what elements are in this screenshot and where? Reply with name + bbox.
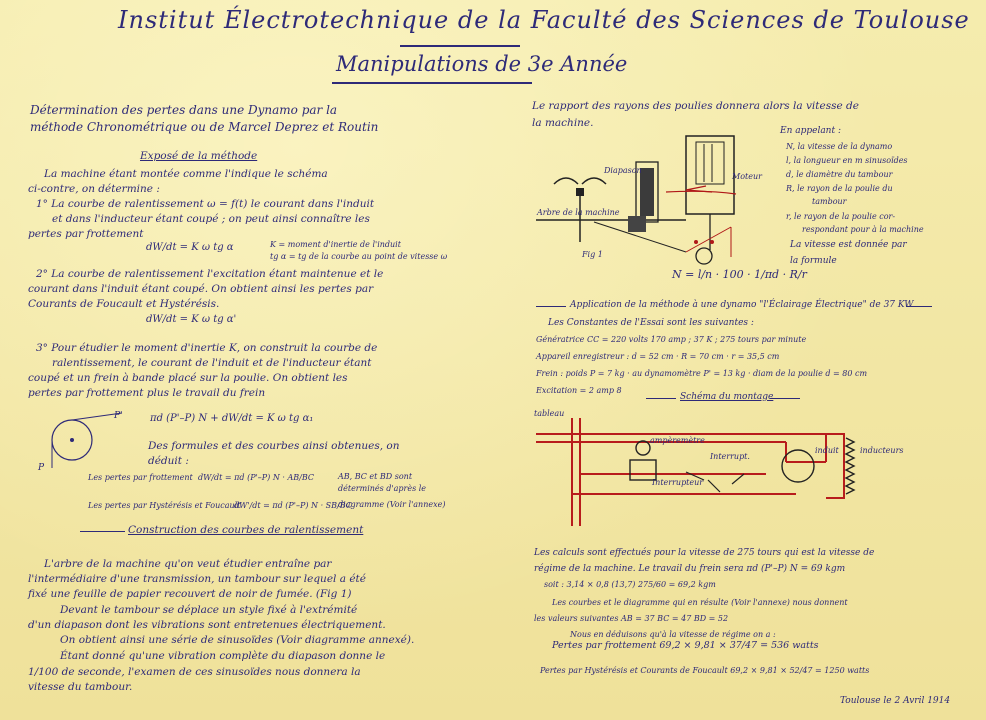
loss-hysteresis-formula: dW'/dt = πd (P'–P) N · SB/BC — [234, 501, 352, 510]
section-expose: Exposé de la méthode — [140, 150, 258, 162]
label-interrupteur: Interrupteur — [652, 478, 704, 487]
divider — [80, 531, 125, 532]
label-ampere: ampèremètre — [650, 436, 705, 445]
text-line: et dans l'inducteur étant coupé ; on peu… — [52, 213, 370, 225]
loss-friction-formula: dW/dt = πd (P'–P) N · AB/BC — [198, 473, 314, 482]
results-intro: déduit : — [148, 455, 189, 467]
text-line: Étant donné qu'une vibration complète du… — [60, 650, 386, 662]
constant-line: Frein : poids P = 7 kg · au dynamomètre … — [536, 369, 868, 378]
legend-line: d, le diamètre du tambour — [786, 170, 893, 179]
text-line: ci-contre, on détermine : — [28, 183, 160, 195]
legend-line: R, le rayon de la poulie du — [786, 184, 893, 193]
right-intro: Le rapport des rayons des poulies donner… — [532, 100, 859, 112]
schema-title: Schéma du montage — [680, 392, 774, 402]
title-underline — [400, 45, 520, 47]
left-heading-line2: méthode Chronométrique ou de Marcel Depr… — [30, 120, 379, 134]
legend-line: N, la vitesse de la dynamo — [786, 142, 893, 151]
document-title: Institut Électrotechnique de la Faculté … — [118, 6, 970, 34]
constant-line: Appareil enregistreur : d = 52 cm · R = … — [536, 352, 780, 361]
text-line: 3° Pour étudier le moment d'inertie K, o… — [36, 342, 378, 354]
constant-line: Génératrice CC = 220 volts 170 amp ; 37 … — [536, 335, 807, 344]
pulley-sketch: P' P — [37, 411, 123, 473]
figure-1-apparatus — [536, 135, 737, 265]
formula-n: N = l/n · 100 · 1/πd · R/r — [672, 268, 807, 281]
section-construction: Construction des courbes de ralentisseme… — [128, 524, 364, 536]
legend-line: La vitesse est donnée par — [790, 240, 907, 250]
results-intro: Des formules et des courbes ainsi obtenu… — [148, 440, 400, 452]
text-line: Courants de Foucault et Hystérésis. — [28, 298, 220, 310]
subtitle-underline — [332, 82, 532, 84]
text-line: 1° La courbe de ralentissement ω = f(t) … — [36, 198, 375, 210]
calc-result-hysteresis: Pertes par Hystérésis et Courants de Fou… — [540, 666, 870, 675]
legend-line: En appelant : — [780, 126, 841, 136]
calc-line: Les courbes et le diagramme qui en résul… — [552, 598, 848, 607]
text-line: 2° La courbe de ralentissement l'excitat… — [36, 268, 384, 280]
right-intro: la machine. — [532, 117, 594, 129]
calc-line: soit : 3,14 × 0,8 (13,7) 275/60 = 69,2 k… — [544, 580, 716, 589]
formula-1-note: K = moment d'inertie de l'induit — [270, 240, 401, 249]
legend-line: l, la longueur en m sinusoïdes — [786, 156, 908, 165]
formula-1: dW/dt = K ω tg α — [146, 242, 234, 253]
text-line: pertes par frottement — [28, 228, 144, 240]
label-induit: induit — [815, 446, 839, 455]
legend-line: r, le rayon de la poulie cor- — [786, 212, 896, 221]
text-line: coupé et un frein à bande placé sur la p… — [28, 372, 348, 384]
loss-friction-label: Les pertes par frottement — [88, 473, 193, 482]
figure-caption: Fig 1 — [582, 250, 603, 259]
calc-line: régime de la machine. Le travail du frei… — [534, 564, 846, 574]
application-heading: Application de la méthode à une dynamo "… — [570, 300, 914, 310]
constants-heading: Les Constantes de l'Essai sont les suiva… — [548, 318, 754, 328]
label-inducteurs: inducteurs — [860, 446, 904, 455]
text-line: pertes par frottement plus le travail du… — [28, 387, 266, 399]
svg-text:P: P — [37, 463, 45, 473]
calc-line: Les calculs sont effectués pour la vites… — [534, 548, 875, 558]
legend-line: tambour — [812, 197, 847, 206]
text-line: courant dans l'induit étant coupé. On ob… — [28, 283, 374, 295]
text-line: On obtient ainsi une série de sinusoïdes… — [60, 634, 415, 646]
calc-result-friction: Pertes par frottement 69,2 × 9,81 × 37/4… — [552, 640, 819, 651]
constant-line: Excitation = 2 amp 8 — [536, 386, 622, 395]
signature-date: Toulouse le 2 Avril 1914 — [840, 696, 951, 706]
text-line: d'un diapason dont les vibrations sont e… — [28, 619, 386, 631]
legend-line: la formule — [790, 256, 837, 266]
calc-line: les valeurs suivantes AB = 37 BC = 47 BD… — [534, 614, 729, 623]
divider — [646, 398, 676, 399]
figure-tag: Moteur — [732, 172, 762, 181]
divider — [770, 398, 800, 399]
ab-note: diagramme (Voir l'annexe) — [338, 500, 446, 509]
text-line: 1/100 de seconde, l'examen de ces sinuso… — [28, 666, 361, 678]
text-line: ralentissement, le courant de l'induit e… — [52, 357, 372, 369]
ab-note: AB, BC et BD sont — [338, 472, 413, 481]
text-line: fixé une feuille de papier recouvert de … — [28, 588, 352, 600]
svg-text:P': P' — [113, 411, 123, 421]
divider — [536, 306, 566, 307]
left-heading-line1: Détermination des pertes dans une Dynamo… — [30, 103, 338, 117]
ab-note: déterminés d'après le — [338, 484, 427, 493]
wiring-schematic — [536, 418, 856, 526]
document-subtitle: Manipulations de 3e Année — [336, 52, 628, 76]
figure-tag: Arbre de la machine — [537, 208, 620, 217]
formula-2: dW/dt = K ω tg α' — [146, 314, 237, 325]
text-line: Devant le tambour se déplace un style fi… — [60, 604, 358, 616]
text-line: vitesse du tambour. — [28, 681, 133, 693]
text-line: La machine étant montée comme l'indique … — [44, 168, 328, 180]
text-line: L'arbre de la machine qu'on veut étudier… — [44, 558, 332, 570]
calc-line: Nous en déduisons qu'à la vitesse de rég… — [570, 630, 776, 639]
divider — [906, 306, 932, 307]
formula-3: πd (P'–P) N + dW/dt = K ω tg α₁ — [150, 413, 314, 424]
formula-1-note: tg α = tg de la courbe au point de vites… — [270, 252, 448, 261]
legend-line: respondant pour à la machine — [802, 225, 924, 234]
label-tableau: tableau — [534, 409, 565, 418]
label-interrupteur: Interrupt. — [710, 452, 750, 461]
text-line: l'intermédiaire d'une transmission, un t… — [28, 573, 366, 585]
loss-hysteresis-label: Les pertes par Hystérésis et Foucault — [88, 501, 241, 510]
figure-tag: Diapason — [604, 166, 642, 175]
